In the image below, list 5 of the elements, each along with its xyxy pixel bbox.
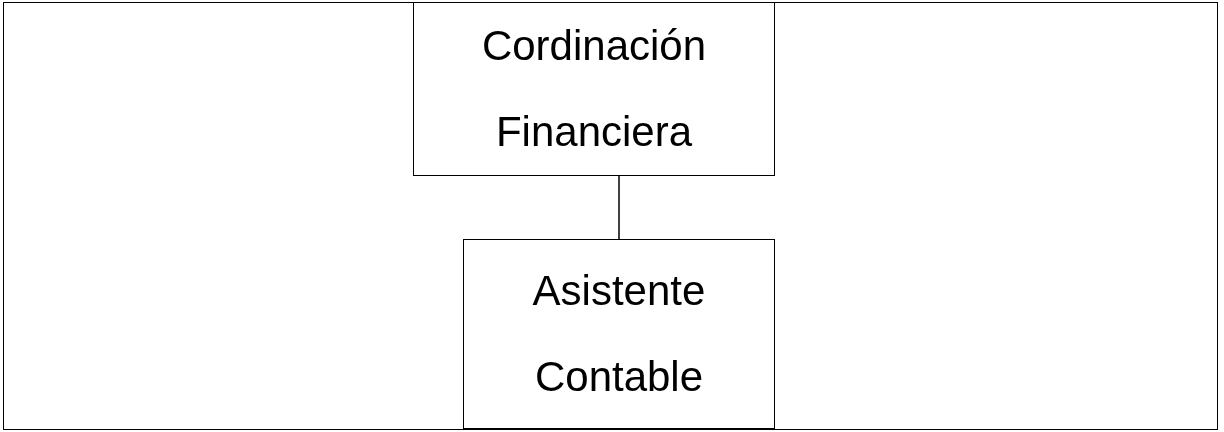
org-box	[413, 2, 775, 176]
org-box	[463, 239, 775, 429]
box-title: Cordinación Financiera	[480, 21, 708, 157]
connector-line	[618, 175, 620, 240]
box-title: Asistente Contable	[531, 266, 707, 402]
